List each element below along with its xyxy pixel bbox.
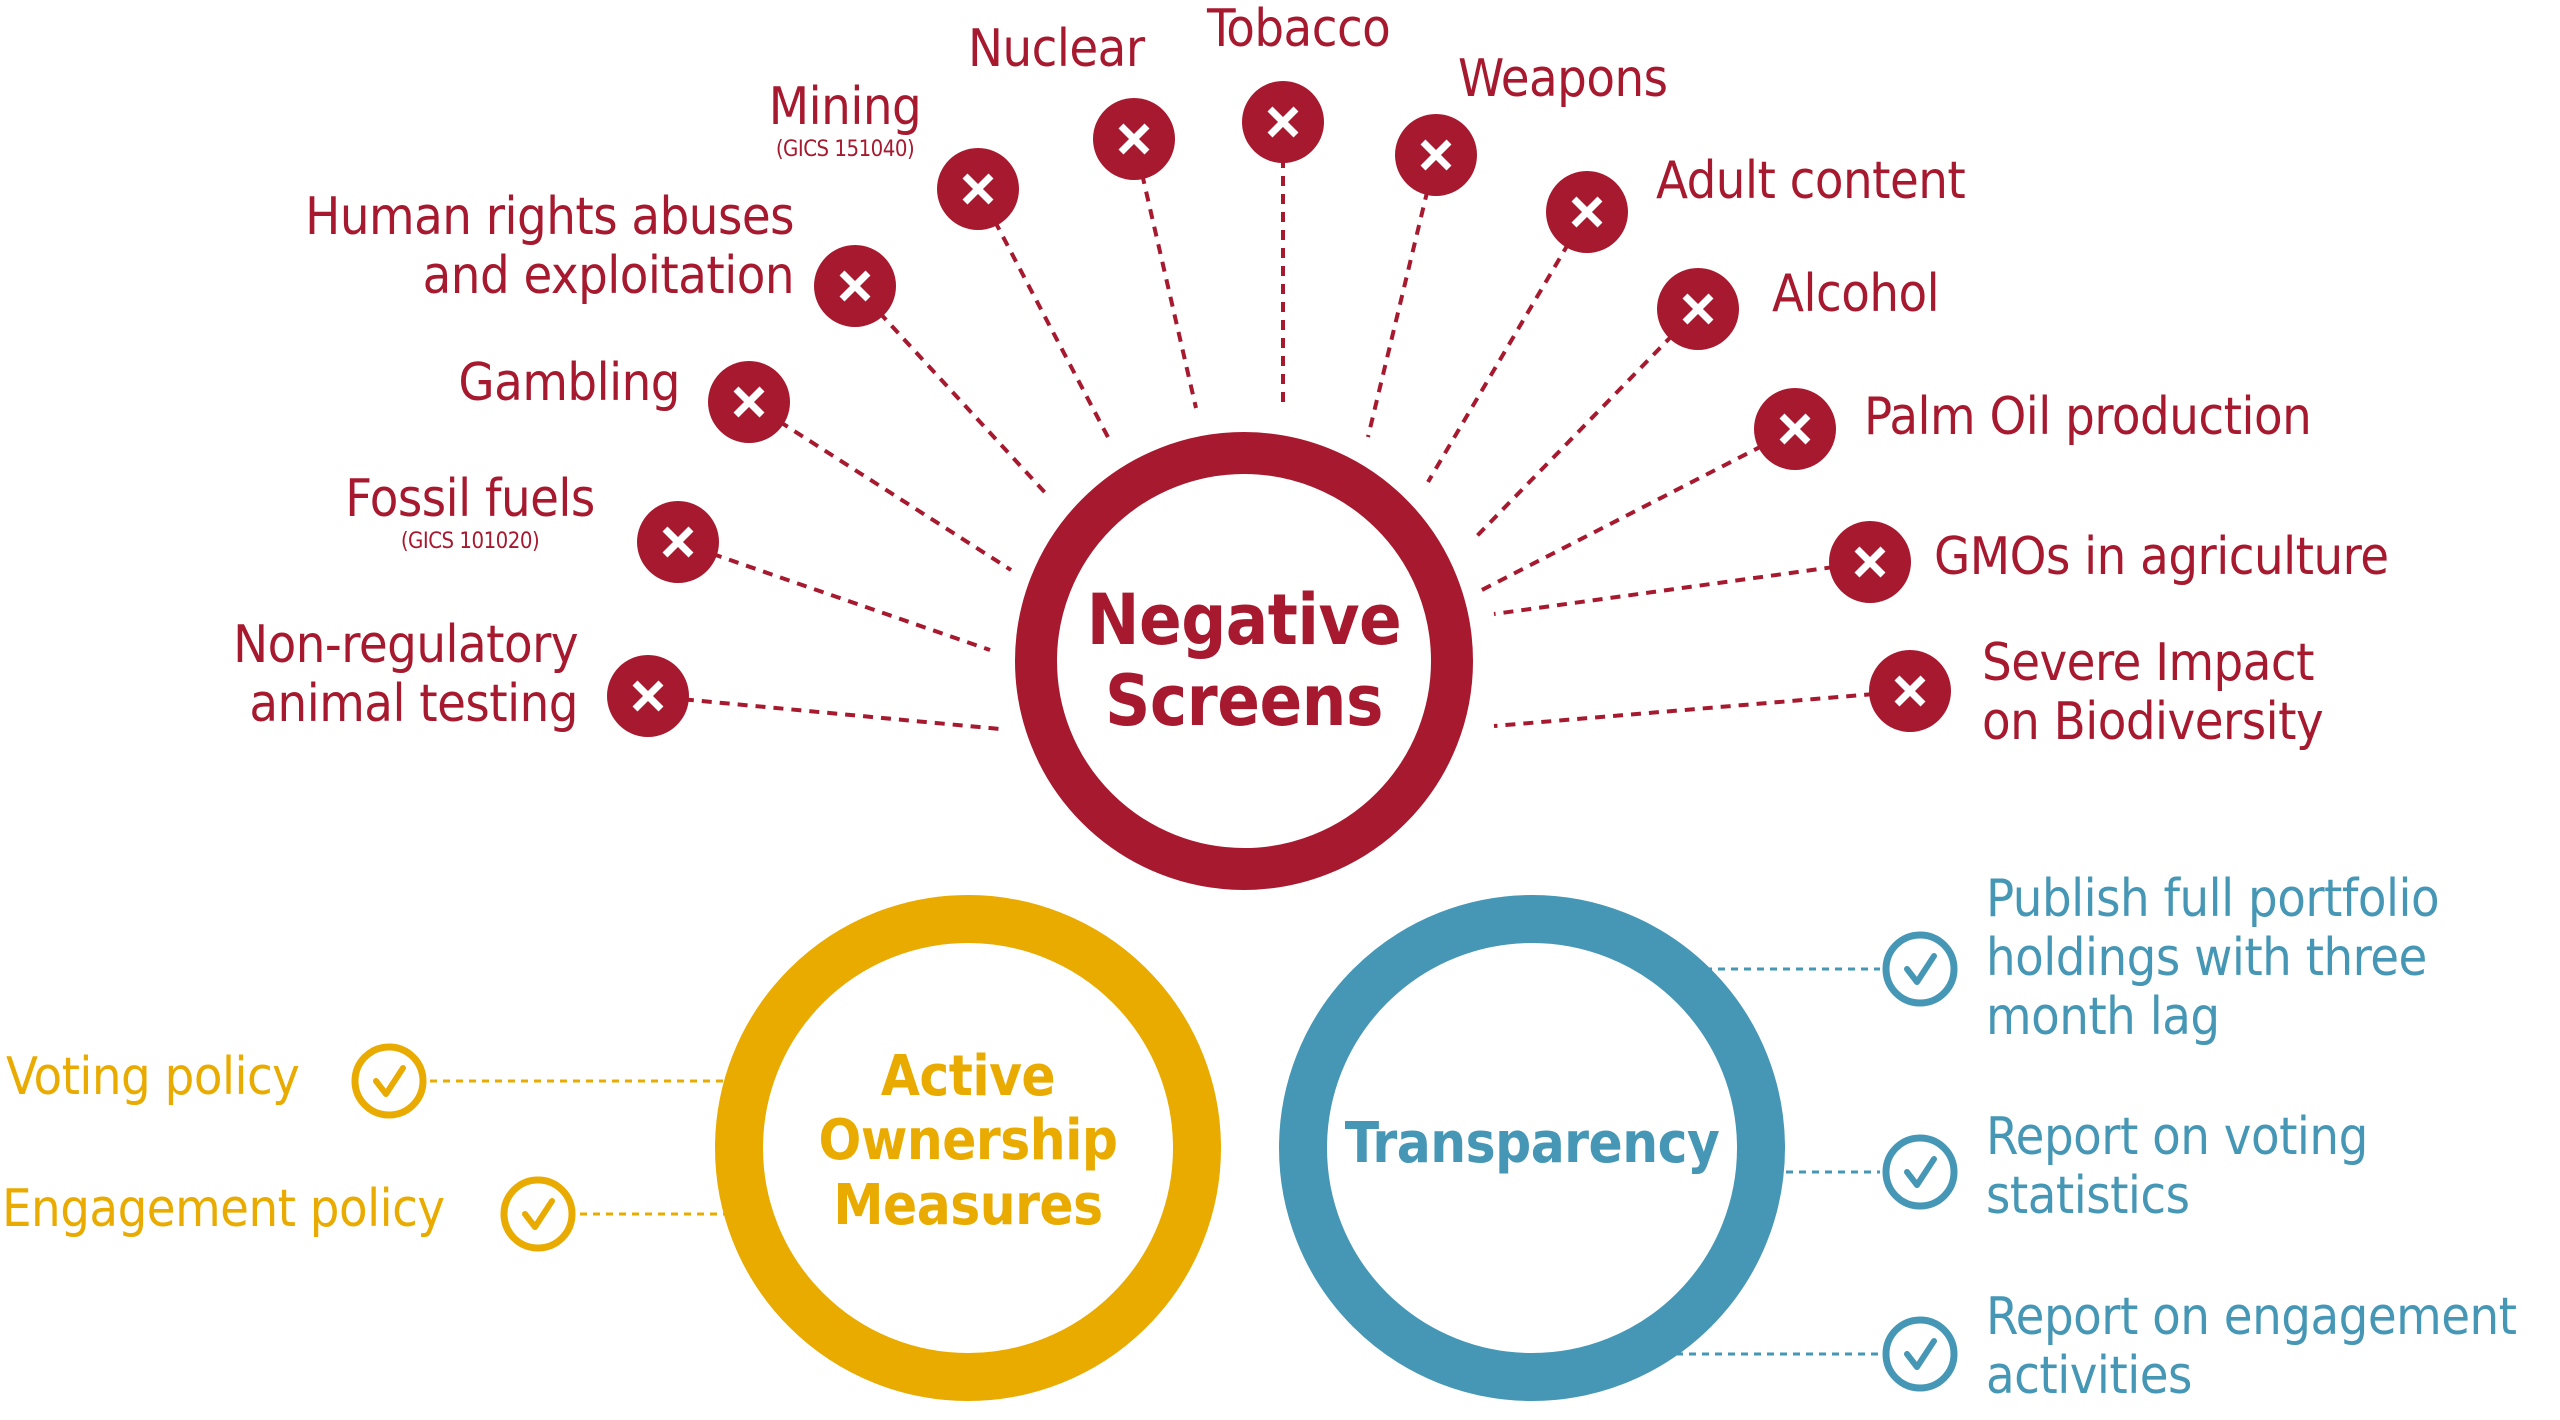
active-ownership-title-line3: Measures [833, 1172, 1103, 1238]
negative-screens-ring [1015, 432, 1473, 890]
active-label-engagement-policy: Engagement policy [2, 1180, 445, 1239]
active-ownership-title-line2: Ownership [818, 1108, 1118, 1174]
neg-label-animal-testing: Non-regulatory animal testing [233, 616, 578, 734]
neg-label-line2: animal testing [249, 673, 578, 734]
transparency-label-publish-holdings: Publish full portfolio holdings with thr… [1986, 869, 2440, 1047]
neg-label-mining: Mining (GICS 151040) [720, 78, 970, 163]
neg-label-alcohol: Alcohol [1772, 264, 1940, 324]
connector-line [1493, 689, 1911, 728]
neg-label-biodiversity: Severe Impact on Biodiversity [1982, 633, 2324, 752]
transparency-ring [1279, 895, 1785, 1401]
neg-label-line1: Mining [768, 77, 922, 137]
transparency-label-voting-stats: Report on voting statistics [1986, 1108, 2368, 1226]
negative-connector-lines [647, 122, 1911, 731]
transparency-label-line1: Report on voting [1986, 1107, 2368, 1167]
transparency-label-line2: holdings with three [1986, 927, 2427, 988]
neg-label-tobacco: Tobacco [1207, 0, 1391, 59]
neg-label-line1: Gambling [458, 353, 680, 413]
neg-label-line1: Severe Impact [1982, 633, 2314, 693]
active-label-text: Engagement policy [2, 1179, 445, 1239]
transparency-label-engagement-activities: Report on engagement activities [1986, 1288, 2517, 1406]
negative-icons [607, 81, 1951, 737]
transparency-label-line1: Report on engagement [1986, 1287, 2517, 1347]
transparency-label-line2: activities [1986, 1345, 2192, 1406]
connector-line [747, 400, 1013, 572]
negative-screens-title-line2: Screens [1104, 659, 1384, 742]
neg-label-gmos: GMOs in agriculture [1934, 528, 2389, 587]
neg-label-line1: Human rights abuses [305, 187, 794, 247]
check-circle-icon [1882, 1316, 1958, 1392]
neg-label-line1: Fossil fuels [345, 469, 595, 529]
neg-label-line1: Weapons [1458, 49, 1668, 109]
active-ownership-title: Active Ownership Measures [768, 1044, 1168, 1238]
neg-label-human-rights: Human rights abuses and exploitation [305, 188, 794, 306]
x-circle-icon [708, 361, 790, 443]
neg-label-line1: Adult content [1656, 151, 1966, 211]
check-icons [351, 931, 1958, 1392]
x-circle-icon [1657, 268, 1739, 350]
active-ownership-ring [715, 895, 1221, 1401]
x-circle-icon [1829, 521, 1911, 603]
active-label-text: Voting policy [6, 1047, 300, 1107]
negative-screens-title-line1: Negative [1086, 579, 1402, 661]
neg-label-gics-code: (GICS 101020) [400, 528, 540, 554]
connector-line [1493, 560, 1871, 616]
active-ownership-title-line1: Active [880, 1044, 1056, 1109]
connector-line [853, 284, 1052, 500]
neg-label-line1: Palm Oil production [1864, 387, 2312, 447]
x-circle-icon [1869, 650, 1951, 732]
neg-label-weapons: Weapons [1458, 50, 1668, 109]
check-circle-icon [1882, 1134, 1958, 1210]
check-circle-icon [351, 1043, 427, 1119]
connector-line [976, 188, 1112, 442]
neg-label-line1: GMOs in agriculture [1934, 527, 2389, 587]
connector-line [1477, 427, 1796, 594]
neg-label-line1: Non-regulatory [233, 615, 578, 675]
neg-label-line1: Alcohol [1772, 264, 1940, 324]
neg-label-gambling: Gambling [458, 354, 680, 413]
x-circle-icon [937, 148, 1019, 230]
connector-line [647, 694, 1001, 731]
x-circle-icon [1093, 98, 1175, 180]
neg-label-line2: on Biodiversity [1982, 691, 2324, 752]
transparency-title-text: Transparency [1344, 1111, 1720, 1176]
x-circle-icon [1395, 114, 1477, 196]
neg-label-line1: Tobacco [1207, 0, 1391, 59]
transparency-label-line3: month lag [1986, 986, 2220, 1047]
x-circle-icon [814, 245, 896, 327]
neg-label-fossil-fuels: Fossil fuels (GICS 101020) [320, 470, 620, 555]
neg-label-palm-oil: Palm Oil production [1864, 387, 2312, 447]
check-circle-icon [1882, 931, 1958, 1007]
neg-label-line1: Nuclear [968, 19, 1145, 79]
connector-line [1471, 307, 1700, 542]
neg-label-line2: and exploitation [422, 245, 795, 306]
connector-line [1426, 210, 1589, 484]
neg-label-gics-code: (GICS 151040) [775, 136, 915, 162]
transparency-label-line2: statistics [1986, 1165, 2190, 1226]
x-circle-icon [637, 501, 719, 583]
active-label-voting-policy: Voting policy [6, 1047, 300, 1107]
check-circle-icon [500, 1176, 576, 1252]
neg-label-nuclear: Nuclear [968, 20, 1145, 79]
x-circle-icon [607, 655, 689, 737]
negative-screens-title: Negative Screens [1044, 580, 1444, 741]
connector-line [677, 540, 991, 652]
neg-label-adult-content: Adult content [1656, 151, 1966, 211]
x-circle-icon [1242, 81, 1324, 163]
connector-line [1132, 138, 1198, 409]
transparency-title: Transparency [1332, 1111, 1732, 1176]
transparency-label-line1: Publish full portfolio [1986, 869, 2440, 929]
x-circle-icon [1754, 388, 1836, 470]
connector-line [1366, 154, 1438, 438]
x-circle-icon [1546, 171, 1628, 253]
